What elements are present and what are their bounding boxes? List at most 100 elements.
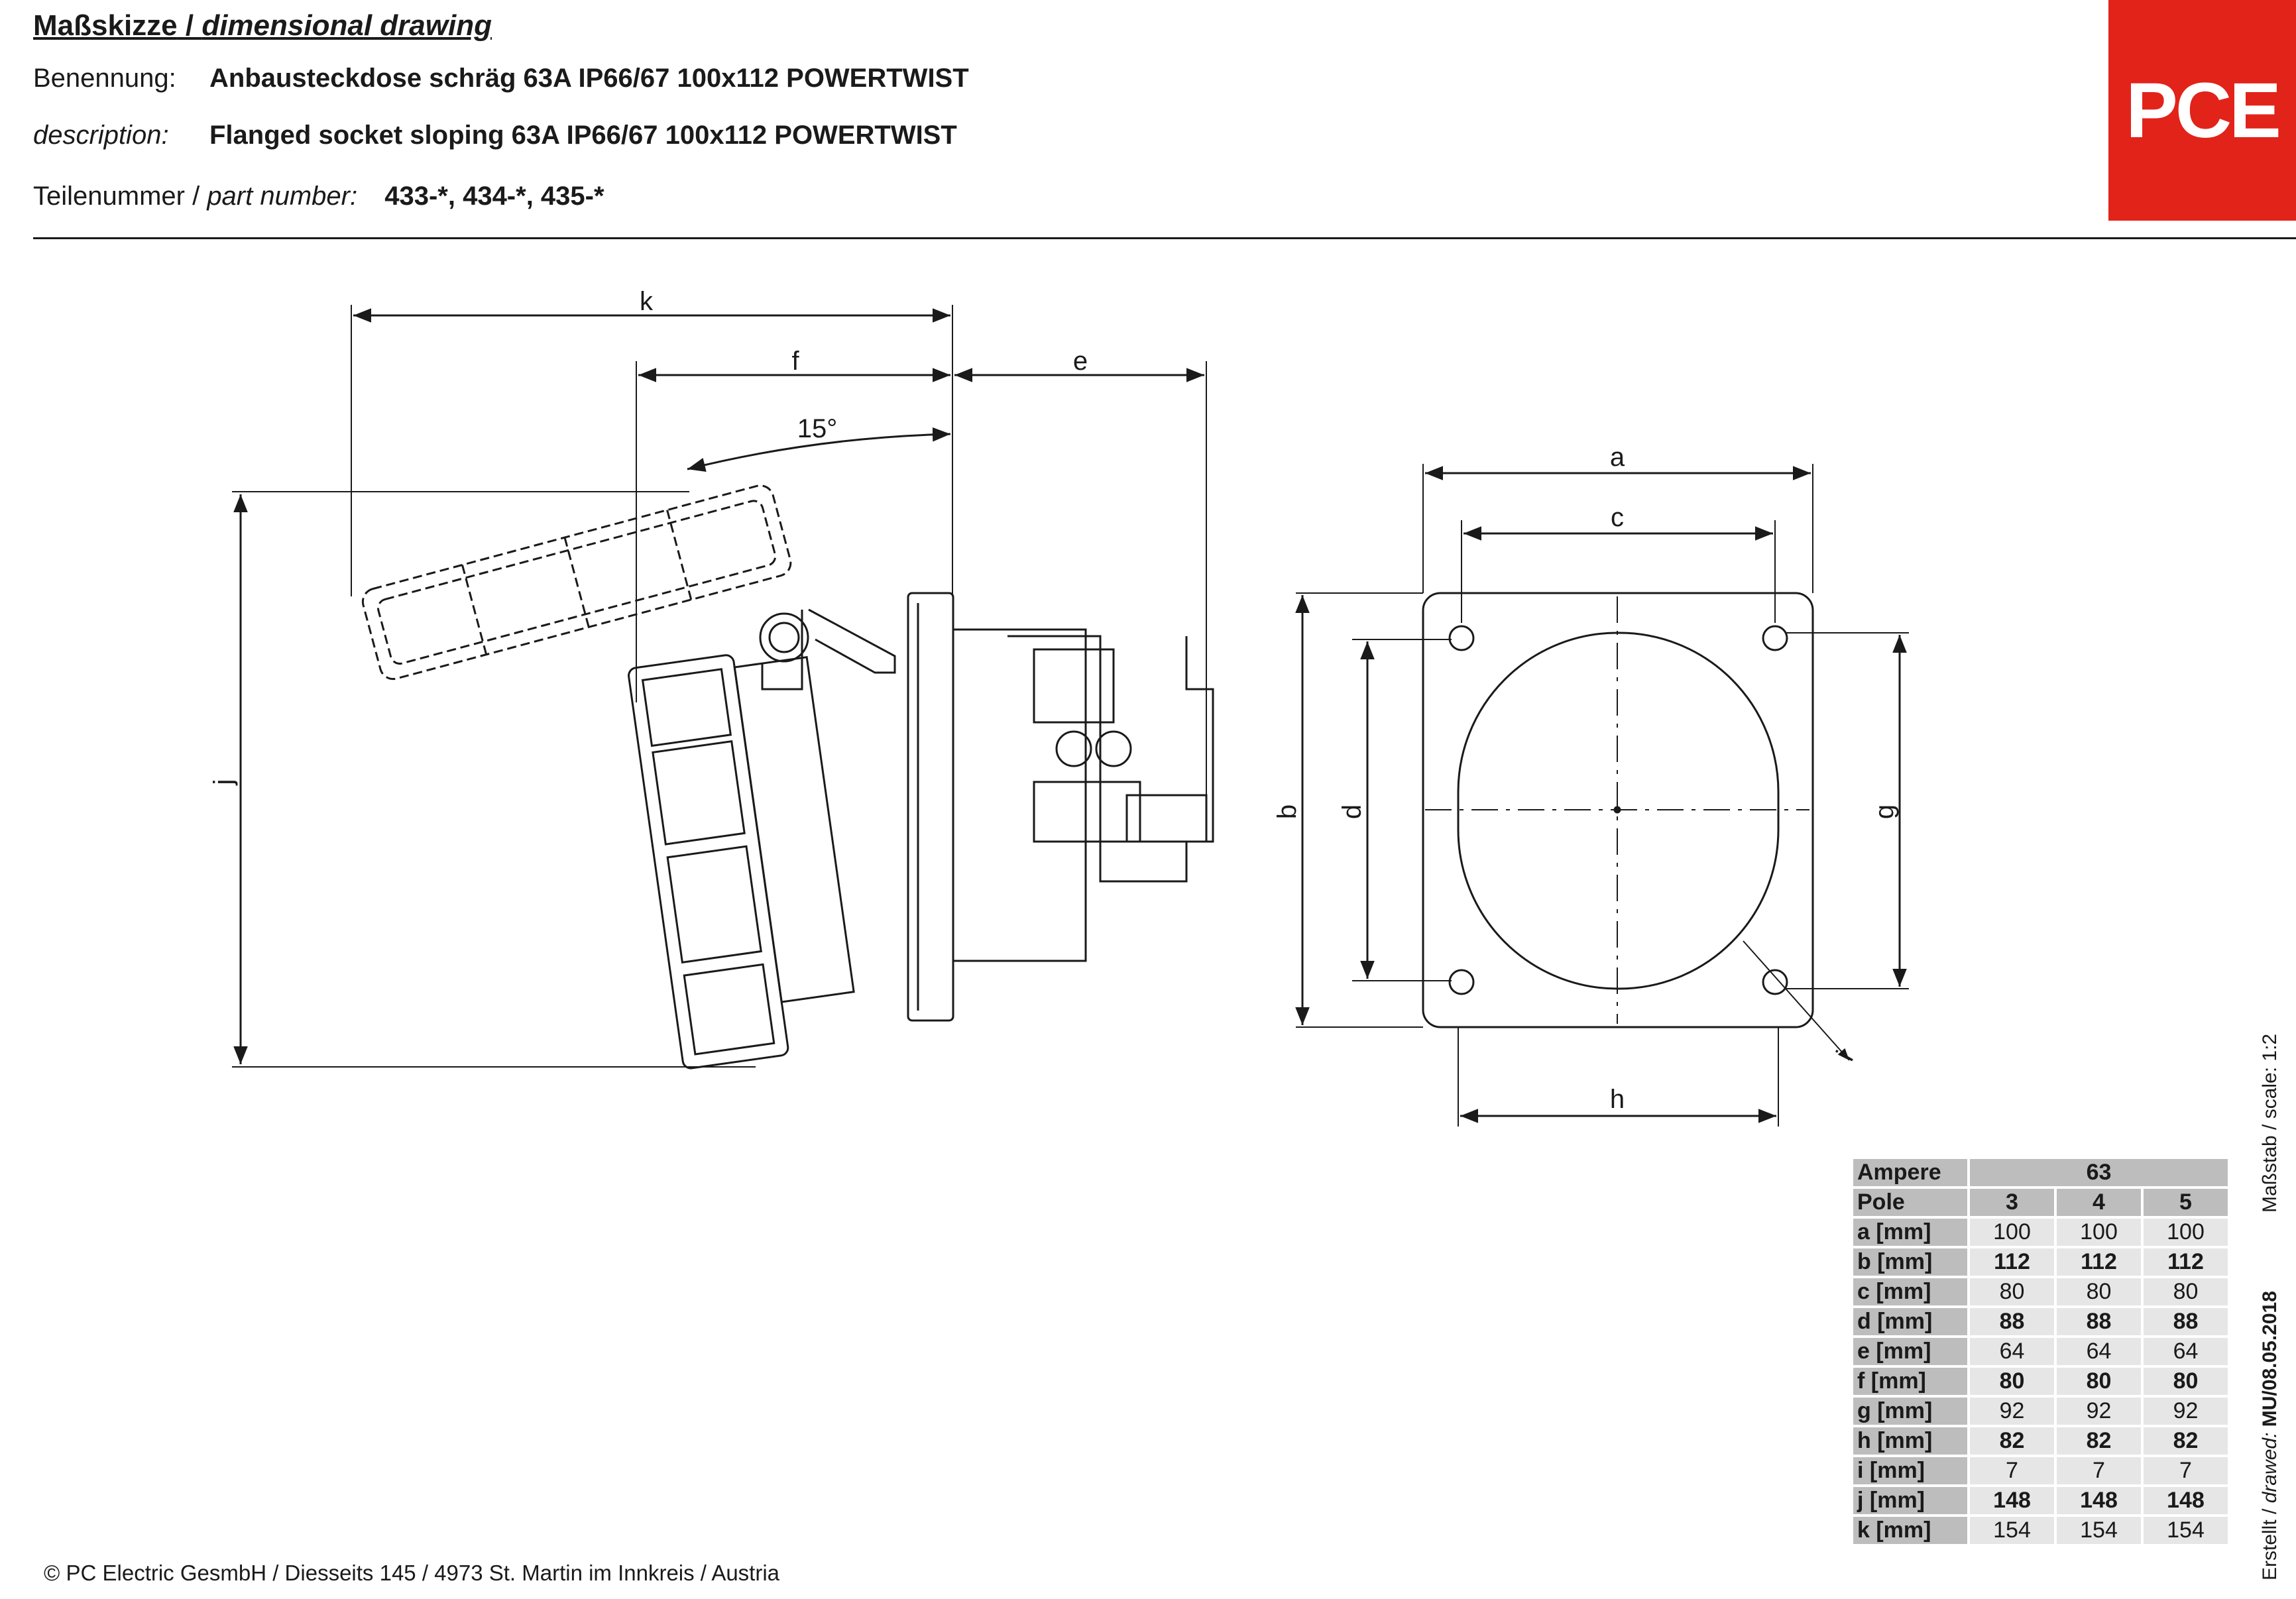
cell: 154 — [2057, 1517, 2141, 1544]
row-label: a [mm] — [1853, 1219, 1967, 1246]
label-i: i — [1831, 1046, 1859, 1066]
cell: 154 — [2144, 1517, 2228, 1544]
part-label-de: Teilenummer / — [33, 182, 207, 211]
dim-i-leader — [1743, 940, 1850, 1061]
drawn-label-en: drawed: — [2259, 1432, 2281, 1504]
part-label-en: part number: — [207, 182, 358, 211]
description-label: description: — [33, 121, 169, 150]
pole-label: Pole — [1853, 1189, 1967, 1216]
cell: 80 — [1970, 1368, 2054, 1395]
drawn-note: Erstellt / drawed: MU/08.05.2018 — [2259, 1291, 2281, 1580]
label-angle: 15° — [797, 414, 838, 443]
row-label: c [mm] — [1853, 1278, 1967, 1305]
pole-3: 3 — [1970, 1189, 2054, 1216]
mounting-holes — [1448, 625, 1788, 995]
row-label: h [mm] — [1853, 1427, 1967, 1455]
socket-body — [628, 654, 855, 1070]
cell: 100 — [2144, 1219, 2228, 1246]
title-separator: / — [177, 9, 202, 42]
label-c: c — [1611, 503, 1624, 532]
part-number-value: 433-*, 434-*, 435-* — [384, 182, 604, 211]
cell: 7 — [2057, 1457, 2141, 1484]
front-view: a c b d g h i — [1273, 443, 1909, 1127]
row-label: g [mm] — [1853, 1398, 1967, 1425]
label-b: b — [1273, 804, 1302, 819]
cell: 7 — [1970, 1457, 2054, 1484]
pole-4: 4 — [2057, 1189, 2141, 1216]
ampere-label: Ampere — [1853, 1159, 1967, 1186]
cell: 148 — [2144, 1487, 2228, 1514]
cell: 82 — [2144, 1427, 2228, 1455]
label-e: e — [1073, 347, 1088, 376]
scale-note: Maßstab / scale: 1:2 — [2259, 1034, 2281, 1213]
angle-arc — [687, 427, 951, 472]
cell: 112 — [1970, 1248, 2054, 1276]
ampere-value: 63 — [1970, 1159, 2228, 1186]
drawn-label-de: Erstellt / — [2259, 1503, 2281, 1580]
hinged-lid — [361, 484, 792, 681]
row-label: i [mm] — [1853, 1457, 1967, 1484]
cell: 92 — [2144, 1398, 2228, 1425]
label-j: j — [209, 779, 238, 786]
title-de: Maßskizze — [33, 9, 178, 42]
drawn-value: MU/08.05.2018 — [2259, 1291, 2281, 1433]
cell: 64 — [2057, 1338, 2141, 1365]
benennung-label: Benennung: — [33, 64, 176, 93]
row-label: j [mm] — [1853, 1487, 1967, 1514]
ampere-row: Ampere 63 — [1853, 1159, 2228, 1186]
row-label: d [mm] — [1853, 1308, 1967, 1335]
benennung-row: Benennung: Anbausteckdose schräg 63A IP66… — [33, 64, 969, 93]
cell: 82 — [2057, 1427, 2141, 1455]
cell: 82 — [1970, 1427, 2054, 1455]
cell: 64 — [2144, 1338, 2228, 1365]
cell: 88 — [1970, 1308, 2054, 1335]
pole-row: Pole 3 4 5 — [1853, 1189, 2228, 1216]
cell: 100 — [2057, 1219, 2141, 1246]
label-f: f — [791, 347, 799, 376]
label-k: k — [640, 287, 654, 316]
cell: 80 — [2144, 1368, 2228, 1395]
description-row: description: Flanged socket sloping 63A I… — [33, 121, 957, 150]
row-label: b [mm] — [1853, 1248, 1967, 1276]
side-view: k f e 15° j — [209, 287, 1214, 1070]
cell: 112 — [2144, 1248, 2228, 1276]
footer-copyright: © PC Electric GesmbH / Diesseits 145 / 4… — [44, 1561, 780, 1585]
row-label: f [mm] — [1853, 1368, 1967, 1395]
cell: 7 — [2144, 1457, 2228, 1484]
scale-text: Maßstab / scale: 1:2 — [2259, 1033, 2281, 1213]
cell: 88 — [2057, 1308, 2141, 1335]
cell: 80 — [2057, 1278, 2141, 1305]
pce-logo: PCE — [2108, 0, 2296, 221]
description-value: Flanged socket sloping 63A IP66/67 100x1… — [209, 121, 957, 150]
cell: 80 — [2144, 1278, 2228, 1305]
label-h: h — [1610, 1085, 1625, 1114]
benennung-value: Anbausteckdose schräg 63A IP66/67 100x11… — [209, 64, 969, 93]
cell: 154 — [1970, 1517, 2054, 1544]
cell: 92 — [1970, 1398, 2054, 1425]
row-label: e [mm] — [1853, 1338, 1967, 1365]
cell: 148 — [1970, 1487, 2054, 1514]
cell: 64 — [1970, 1338, 2054, 1365]
pole-5: 5 — [2144, 1189, 2228, 1216]
cutout — [1457, 632, 1780, 990]
logo-text: PCE — [2126, 66, 2281, 154]
cell: 148 — [2057, 1487, 2141, 1514]
mounting-plate — [1422, 592, 1814, 1028]
rear-housing — [952, 628, 1087, 962]
title-en: dimensional drawing — [201, 9, 492, 42]
label-d: d — [1338, 804, 1367, 819]
header-divider — [33, 237, 2296, 239]
cell: 88 — [2144, 1308, 2228, 1335]
cell: 80 — [1970, 1278, 2054, 1305]
label-g: g — [1870, 804, 1899, 819]
